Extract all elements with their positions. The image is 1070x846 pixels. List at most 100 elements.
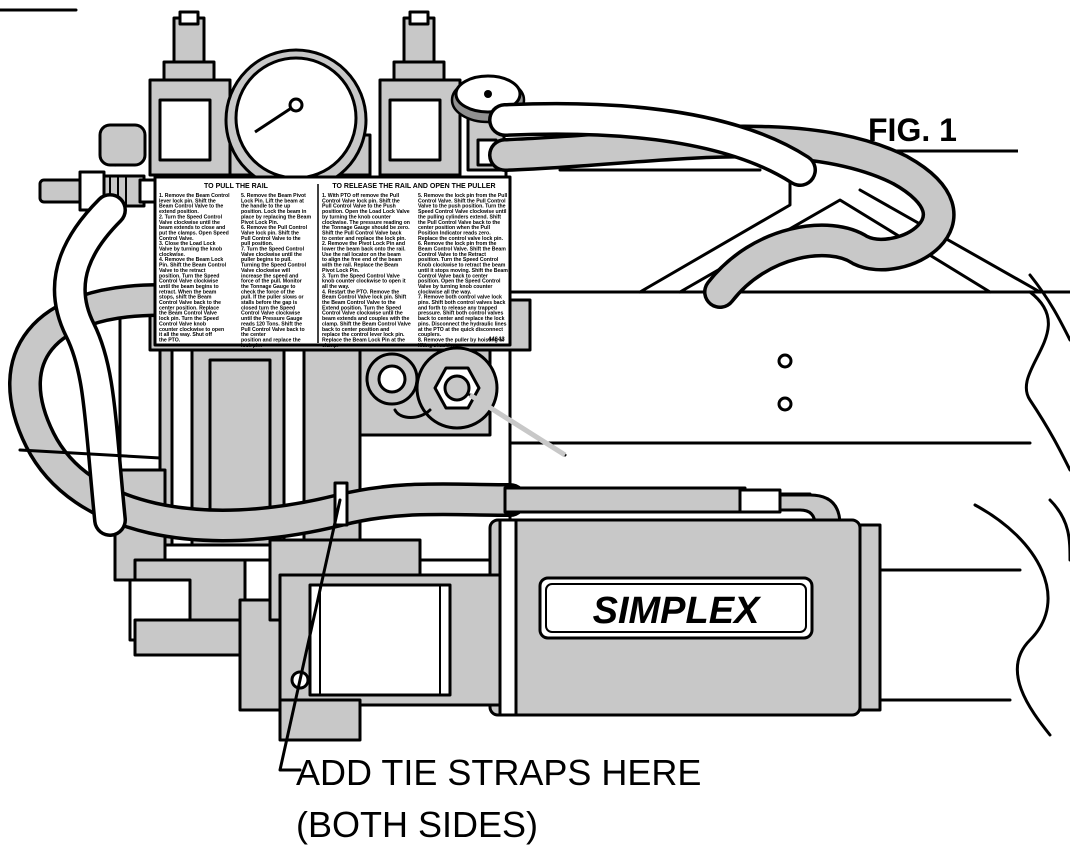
clamp-coupling — [268, 538, 502, 742]
label-line: until the Pressure Gauge — [241, 316, 303, 322]
label-line: Control Valve. Shift the Pull Control — [418, 198, 506, 204]
label-line: lifting shackle. — [418, 343, 455, 349]
label-line: the Pull Control Valve back to the — [418, 220, 500, 226]
label-line: Control Valve back to the — [159, 300, 221, 306]
label-line: clockwise all the way. — [418, 289, 472, 295]
label-line: lock pin. Turn the Speed — [159, 316, 219, 322]
label-line: Replace the Beam Lock Pin at the — [322, 337, 405, 343]
label-line: Valve clockwise will — [241, 268, 291, 274]
label-line: 3. Close the Load Lock — [159, 241, 216, 247]
label-line: 5. Remove the Beam Pivot — [241, 193, 306, 199]
brand-label: SIMPLEX — [593, 590, 762, 632]
label-line: 4. Restart the PTO. Remove the — [322, 289, 399, 295]
label-line: by turning the knob counter — [322, 214, 391, 220]
label-line: Speed Control Valve clockwise until — [418, 209, 507, 215]
label-line: Use the rail locator on the beam — [322, 252, 401, 258]
label-line: Beam Control Valve to the — [159, 204, 223, 210]
label-heading-release: TO RELEASE THE RAIL AND OPEN THE PULLER — [332, 183, 495, 190]
label-line: Pivot Lock Pin. — [322, 268, 360, 274]
label-line: Control Valve clockwise — [159, 279, 218, 285]
label-line: pins. Disconnect the hydraulic lines — [418, 321, 507, 327]
label-line: Shift the Pull Control Valve back — [322, 230, 402, 236]
label-line: stalls before the gap is — [241, 300, 297, 306]
label-line: Extend position. Turn the Speed — [322, 305, 401, 311]
label-line: Valve by turning the knob — [159, 247, 222, 253]
label-line: Valve to the retract — [159, 268, 206, 274]
label-line: the handle to the up — [241, 204, 290, 210]
label-line: the center — [241, 332, 266, 338]
label-line: 2. Remove the Pivot Lock Pin and — [322, 241, 405, 247]
label-line: Pivot Lock Pin. — [241, 220, 279, 226]
label-line: Valve to the push position. Turn the — [418, 204, 506, 210]
cylinder: SIMPLEX — [488, 518, 882, 717]
label-line: 1. Remove the Beam Control — [159, 193, 230, 199]
label-line: with the rail. Replace the Beam — [321, 263, 399, 269]
label-line: to center and replace the lock pin. — [322, 236, 406, 242]
label-line: position. Turn the Speed Control — [418, 257, 499, 263]
label-line: 7. Turn the Speed Control — [241, 247, 305, 253]
label-line: Pin. Shift the Beam Control — [159, 263, 227, 269]
label-line: Control Valve knob — [159, 321, 206, 327]
label-line: beam extends and couples with the — [322, 316, 409, 322]
label-line: lower the beam back onto the rail. — [322, 247, 406, 253]
label-line: Lock Pin. Lift the beam at — [241, 198, 304, 204]
label-line: Position Indicator reads zero. — [418, 230, 491, 236]
label-line: Beam Control Valve. Shift the Beam — [418, 247, 506, 253]
label-heading-pull: TO PULL THE RAIL — [204, 183, 269, 190]
label-line: 8. Remove the puller by hoisting at — [418, 337, 504, 343]
label-line: place by replacing the Beam — [241, 214, 311, 220]
label-line: pressure. Shift both control valves — [418, 311, 503, 317]
label-line: 1. With PTO off remove the Pull — [322, 193, 400, 199]
label-line: lever lock pin. Shift the — [159, 198, 216, 204]
right-valve — [378, 10, 462, 177]
label-line: Valve clockwise until the — [159, 220, 220, 226]
label-line: at the PTO at the quick disconnect — [418, 327, 503, 333]
label-line: reads 120 Tons. Shift the — [241, 321, 302, 327]
label-line: Turning the Speed Control — [241, 263, 307, 269]
label-line: Knob clockwise to retract the beam — [418, 263, 506, 269]
label-line: pull position. — [241, 241, 274, 247]
label-line: 6. Remove the lock pin from the — [418, 241, 497, 247]
label-line: Control Valve back to center — [418, 273, 488, 279]
label-line: check the force of the — [241, 289, 295, 295]
label-line: couplers. — [418, 332, 442, 338]
label-line: position and replace the — [241, 337, 301, 343]
label-line: lock pin. — [241, 343, 263, 349]
tie-strap-callout: ADD TIE STRAPS HERE (BOTH SIDES) — [278, 498, 701, 845]
label-line: Replace the control valve lock pin. — [418, 236, 504, 242]
label-line: Beam Control Valve lock pin. Shift — [322, 295, 406, 301]
label-line: pins. Shift both control valves back — [418, 300, 505, 306]
label-line: 2. Turn the Speed Control — [159, 214, 223, 220]
label-line: the Tonnage Gauge should be zero. — [322, 225, 410, 231]
label-line: Control Valve clockwise — [241, 311, 300, 317]
label-line: Control Valve to the Retract — [418, 252, 486, 258]
label-line: the Beam Control Valve — [159, 311, 217, 317]
label-part-number: 44643 — [488, 337, 505, 343]
label-line: Pull Control Valve to the — [241, 236, 301, 242]
callout-line-2: (BOTH SIDES) — [296, 804, 538, 845]
label-line: closed turn the Speed — [241, 305, 295, 311]
label-line: position. Open the Speed Control — [418, 279, 501, 285]
label-line: Control Valve clockwise until the — [322, 311, 403, 317]
label-line: 3. Turn the Speed Control Valve — [322, 273, 400, 279]
label-line: position. Turn the Speed — [159, 273, 219, 279]
label-line: until the beam begins to — [159, 284, 219, 290]
label-line: put the clamps. Open Speed — [159, 230, 229, 236]
beam-hole-bottom — [777, 396, 793, 412]
label-line: 4. Remove the Beam Lock — [159, 257, 223, 263]
label-line: it all the way. Shut off — [159, 332, 212, 338]
callout-line-1: ADD TIE STRAPS HERE — [296, 752, 701, 793]
label-line: Valve clockwise until the — [241, 252, 302, 258]
label-line: the pulling cylinders extend. Shift — [418, 214, 501, 220]
label-line: Pull Control Valve to the Push — [322, 204, 396, 210]
label-line: beam extends to close and — [159, 225, 225, 231]
label-line: back to center position and — [322, 327, 389, 333]
label-line: until it stops moving. Shift the Beam — [418, 268, 508, 274]
label-line: back to center and replace the lock — [418, 316, 505, 322]
label-line: Control Valve. — [159, 236, 194, 242]
label-line: position. Lock the beam in — [241, 209, 306, 215]
label-line: counter clockwise to open — [159, 327, 224, 333]
label-line: extend position. — [159, 209, 199, 215]
